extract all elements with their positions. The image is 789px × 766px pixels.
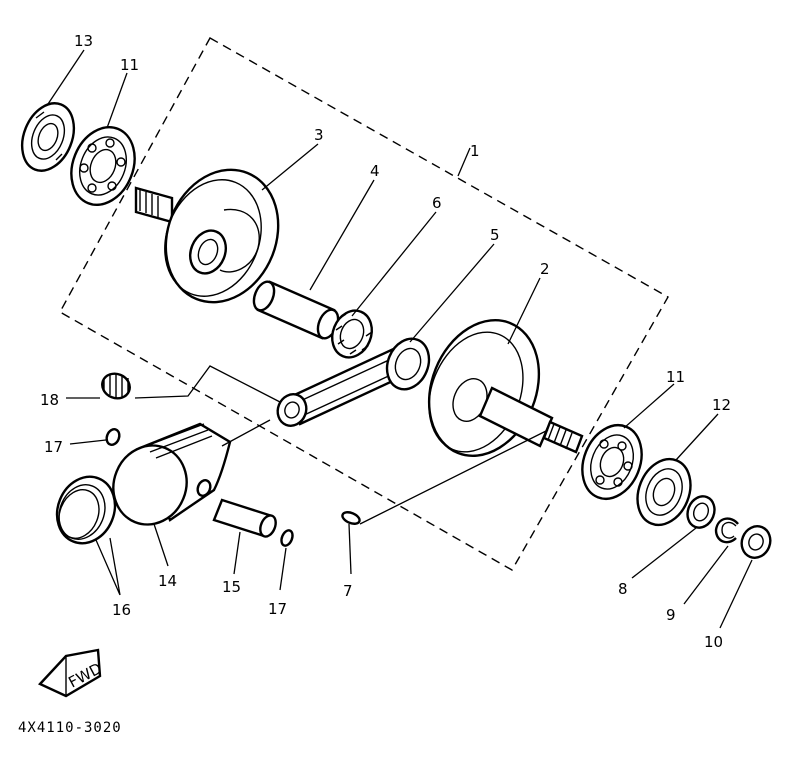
- callout-5: 5: [490, 226, 500, 244]
- callout-4: 4: [370, 162, 380, 180]
- key: [341, 511, 361, 525]
- callout-7: 7: [343, 582, 353, 600]
- callout-16: 16: [112, 601, 131, 619]
- connecting-rod: [276, 337, 431, 427]
- drawing-code: 4X4110-3020: [18, 720, 122, 736]
- callout-13: 13: [74, 32, 93, 50]
- callout-9: 9: [666, 606, 676, 624]
- callout-2: 2: [540, 260, 550, 278]
- crank-right: [427, 319, 584, 457]
- crank-left: [134, 168, 280, 304]
- callout-14: 14: [158, 572, 177, 590]
- callout-11-right: 11: [666, 368, 685, 386]
- callout-1: 1: [470, 142, 480, 160]
- small-end-bearing: [101, 372, 131, 400]
- callout-11-left: 11: [120, 56, 139, 74]
- assembly-boundary: [59, 37, 669, 571]
- forward-direction-badge: FWD: [37, 648, 105, 698]
- nut: [740, 525, 772, 559]
- callout-6: 6: [432, 194, 442, 212]
- leader-lines: [47, 49, 753, 629]
- piston-pin: [212, 498, 277, 538]
- washer: [686, 495, 716, 529]
- lock-washer: [714, 517, 739, 544]
- callout-8: 8: [618, 580, 628, 598]
- oil-seal-right: [636, 457, 692, 527]
- big-end-bearing: [331, 309, 373, 359]
- piston: [112, 422, 232, 526]
- callout-labels: 1 2 3 4 5 6 7 8 9 10 11 11 12 13 14 15 1…: [40, 32, 731, 651]
- callout-18: 18: [40, 391, 59, 409]
- crank-pin: [252, 280, 340, 340]
- callout-12: 12: [712, 396, 731, 414]
- bearing-left: [70, 126, 136, 206]
- callout-17-left: 17: [44, 438, 63, 456]
- oil-seal-left: [20, 102, 76, 172]
- callout-3: 3: [314, 126, 324, 144]
- clip-right: [280, 529, 294, 547]
- piston-ring-set: [55, 475, 117, 545]
- callout-17-right: 17: [268, 600, 287, 618]
- callout-10: 10: [704, 633, 723, 651]
- callout-15: 15: [222, 578, 241, 596]
- clip-left: [105, 428, 121, 446]
